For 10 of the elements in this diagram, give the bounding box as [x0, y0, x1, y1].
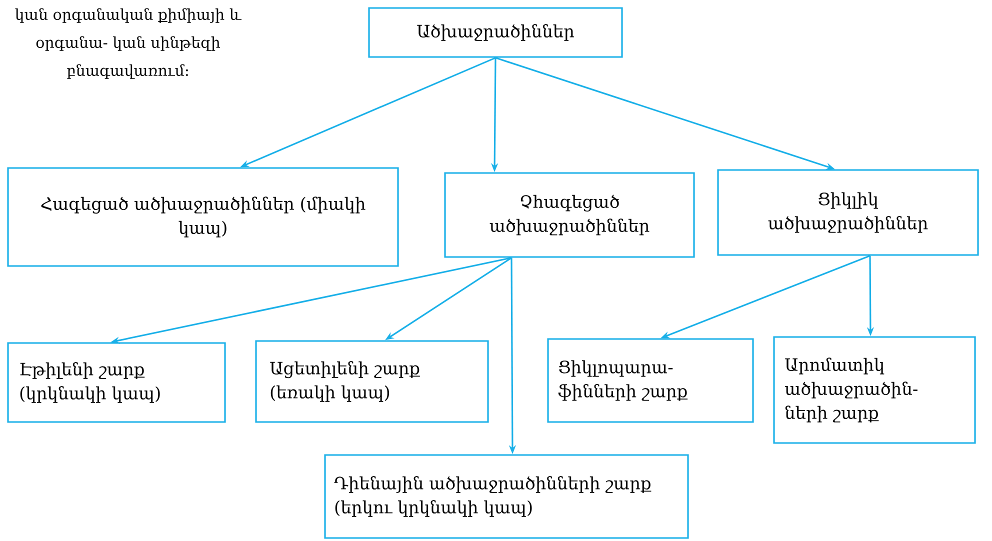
category-box: Ցիկլոպարա- ֆինների շարք: [547, 338, 754, 423]
category-box: Ացետիլենի շարք (եռակի կապ): [255, 340, 489, 423]
category-box: Էթիլենի շարք (կրկնակի կապ): [7, 342, 226, 423]
category-box: Ածխաջրածիններ: [368, 7, 623, 58]
category-box: Դիենային ածխաջրածինների շարք (երկու կրկնակի կապ): [324, 454, 689, 539]
category-box: Արոմատիկ ածխաջրածին- ների շարք: [773, 336, 976, 444]
category-box: Չհագեցած ածխաջրածիններ: [444, 172, 695, 258]
category-box: Հագեցած ածխաջրածիններ (միակի կապ): [7, 167, 399, 267]
category-box: Ցիկլիկ ածխաջրածիններ: [717, 169, 979, 256]
note-text: կան օրգանական քիմիայի և օրգանա- կան սինթեզի բնագավառում:: [15, 8, 242, 79]
